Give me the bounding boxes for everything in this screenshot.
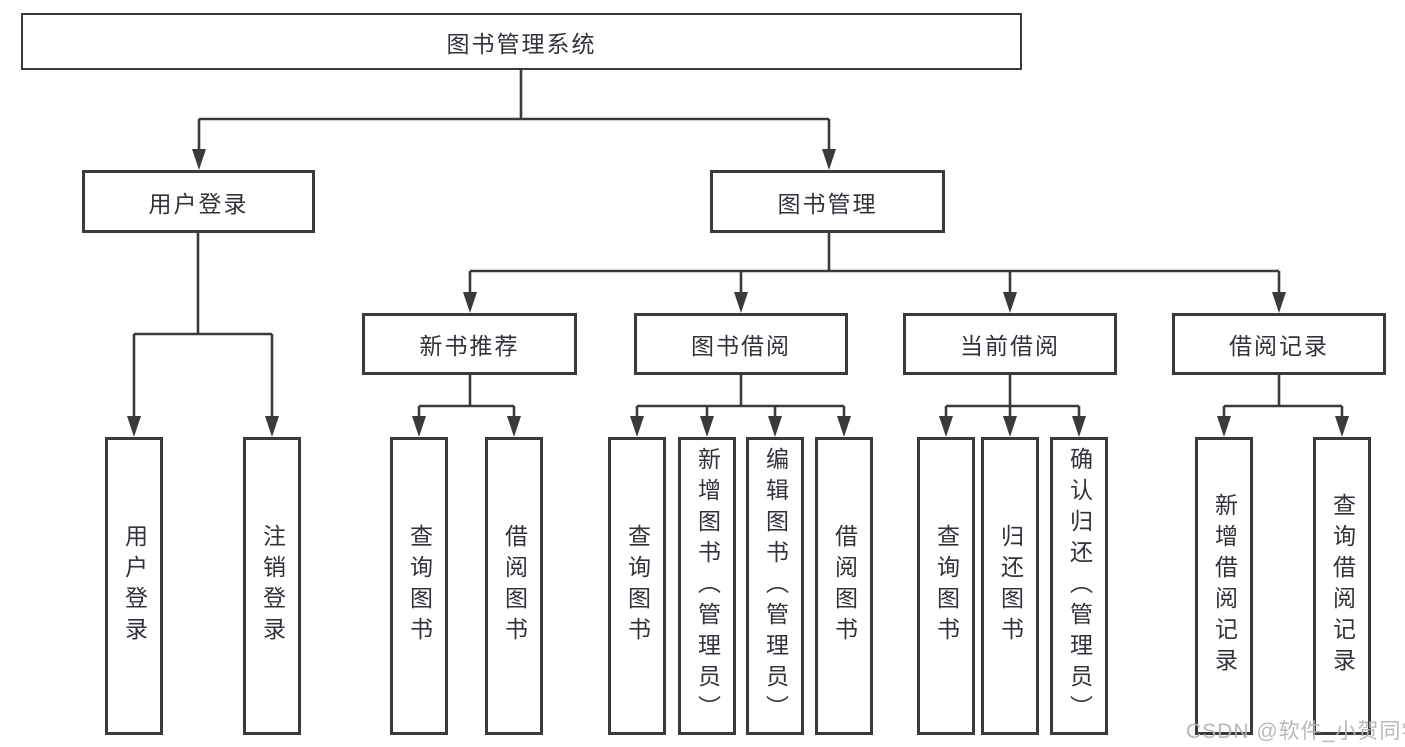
leaf-label: 注销登录: [259, 524, 286, 648]
leaf-logout: 注销登录: [243, 437, 301, 735]
leaf-label: 借阅图书: [831, 524, 858, 648]
node-new-book-recommend: 新书推荐: [362, 313, 577, 375]
node-label: 借阅记录: [1229, 333, 1329, 359]
leaf-add-borrow-record: 新增借阅记录: [1195, 437, 1253, 735]
leaf-label: 查询图书: [406, 524, 433, 648]
leaf-edit-books-admin: 编辑图书（管理员）: [746, 437, 804, 735]
node-label: 当前借阅: [960, 333, 1060, 359]
leaf-return-books: 归还图书: [981, 437, 1039, 735]
leaf-label: 新增借阅记录: [1211, 493, 1238, 679]
node-label: 图书管理: [777, 190, 878, 217]
leaf-label: 查询图书: [624, 524, 651, 648]
node-label: 图书管理系统: [446, 30, 597, 57]
node-user-login: 用户登录: [82, 170, 315, 233]
leaf-label: 查询图书: [933, 524, 960, 648]
node-label: 新书推荐: [419, 333, 520, 359]
leaf-query-borrow-record: 查询借阅记录: [1313, 437, 1371, 735]
leaf-label: 归还图书: [997, 524, 1024, 648]
leaf-label: 借阅图书: [501, 524, 528, 648]
leaf-confirm-return-admin: 确认归还（管理员）: [1050, 437, 1108, 735]
leaf-label: 用户登录: [121, 524, 148, 648]
node-book-borrow: 图书借阅: [634, 313, 848, 375]
node-book-management: 图书管理: [710, 170, 945, 233]
leaf-query-books-borrow: 查询图书: [608, 437, 666, 735]
node-label: 用户登录: [148, 190, 249, 217]
leaf-label: 查询借阅记录: [1329, 493, 1356, 679]
leaf-label: 确认归还（管理员）: [1066, 446, 1093, 726]
node-borrow-records: 借阅记录: [1172, 313, 1386, 375]
leaf-add-books-admin: 新增图书（管理员）: [678, 437, 736, 735]
node-label: 图书借阅: [691, 333, 791, 359]
node-current-borrow: 当前借阅: [903, 313, 1117, 375]
leaf-borrow-books-recommend: 借阅图书: [485, 437, 543, 735]
leaf-label: 新增图书（管理员）: [694, 446, 721, 726]
leaf-label: 编辑图书（管理员）: [762, 446, 789, 726]
leaf-user-login: 用户登录: [105, 437, 163, 735]
node-library-management-system: 图书管理系统: [21, 13, 1022, 70]
leaf-query-books-current: 查询图书: [917, 437, 975, 735]
leaf-query-books-recommend: 查询图书: [390, 437, 448, 735]
leaf-borrow-books: 借阅图书: [815, 437, 873, 735]
csdn-watermark: CSDN @软件_小贺同学: [1186, 720, 1405, 743]
